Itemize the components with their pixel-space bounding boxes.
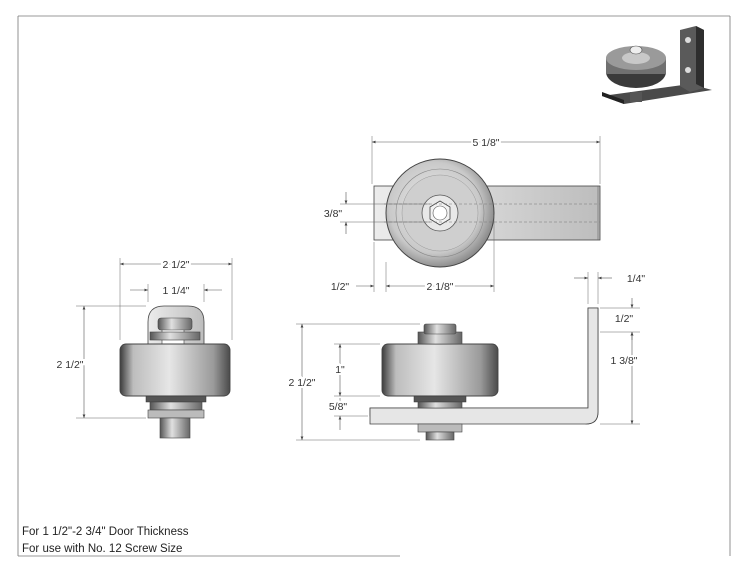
- note-screw-size: For use with No. 12 Screw Size: [22, 543, 183, 555]
- isometric-thumbnail: [602, 26, 712, 104]
- side-view-dimensions: 2 1/2" 1 1/4" 2 1/2": [54, 257, 233, 419]
- notes-block: For 1 1/2"-2 3/4" Door Thickness For use…: [22, 524, 188, 558]
- top-view-dimensions: 5 1/8" 3/8" 1/2" 2 1/8": [324, 135, 601, 295]
- bracket-dimensions: 1/4" 1/2" 1 3/8": [574, 272, 646, 425]
- dim-front-wheel-height: 1": [335, 364, 345, 376]
- note-door-thickness: For 1 1/2"-2 3/4" Door Thickness: [22, 526, 189, 538]
- dim-bracket-height: 1 3/8": [610, 355, 637, 367]
- dim-side-overall-width: 2 1/2": [162, 259, 189, 271]
- side-wheel: [119, 343, 231, 397]
- dim-top-hex-height: 3/8": [324, 208, 343, 220]
- dim-bracket-thickness: 1/4": [627, 273, 646, 285]
- dim-bracket-top: 1/2": [615, 313, 634, 325]
- top-view: [373, 158, 601, 268]
- dim-top-left-offset: 1/2": [331, 281, 350, 293]
- dim-top-wheel-width: 2 1/8": [426, 281, 453, 293]
- dim-top-overall-width: 5 1/8": [472, 137, 499, 149]
- dim-side-inner-width: 1 1/4": [162, 285, 189, 297]
- side-view: [119, 305, 231, 439]
- dim-front-overall-height: 2 1/2": [288, 377, 315, 389]
- front-view-dimensions: 2 1/2" 1" 5/8": [286, 323, 420, 441]
- front-wheel: [381, 343, 499, 397]
- front-view: [369, 307, 599, 441]
- dim-front-base-height: 5/8": [329, 401, 348, 413]
- dim-side-overall-height: 2 1/2": [56, 359, 83, 371]
